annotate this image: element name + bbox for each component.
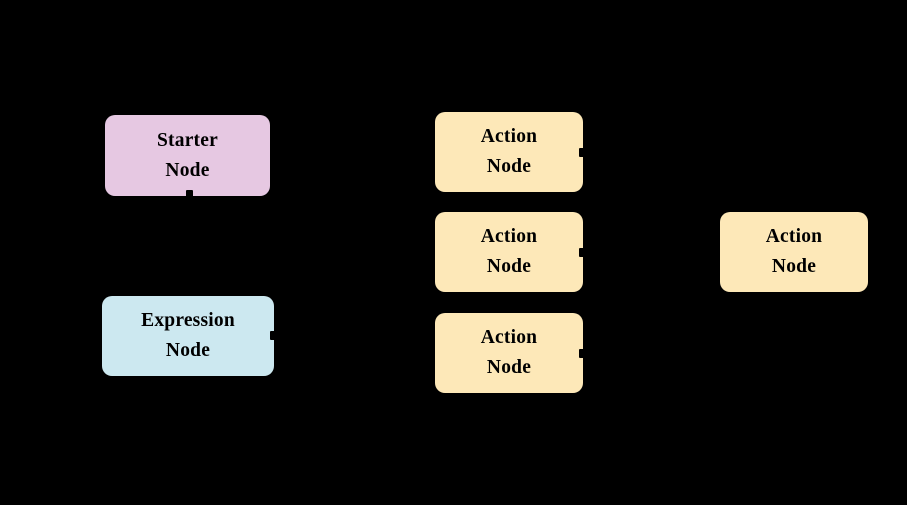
- edge-expression-to-action-3: [274, 335, 435, 354]
- node-label-line2: Node: [486, 256, 532, 277]
- node-action-1[interactable]: Action Node: [435, 112, 583, 192]
- node-label-line1: Expression: [141, 310, 235, 332]
- arrowhead-action-3: [426, 348, 435, 358]
- node-label-line1: Action: [480, 226, 538, 248]
- connector-port-action-2-right[interactable]: [579, 248, 586, 257]
- arrowhead-action-4: [711, 247, 720, 257]
- node-action-3[interactable]: Action Node: [435, 313, 583, 393]
- node-label-line2: Node: [486, 156, 532, 177]
- node-label-line1: Action: [765, 226, 823, 248]
- edge-starter-to-action-2: [187, 196, 435, 253]
- node-label-line2: Node: [165, 340, 211, 361]
- node-label-line2: Node: [165, 159, 210, 181]
- node-starter[interactable]: Starter Node: [105, 115, 270, 196]
- node-label-line1: Starter: [157, 129, 218, 151]
- arrowhead-action-1: [426, 147, 435, 157]
- connector-port-starter-bottom[interactable]: [186, 190, 193, 198]
- node-label-line1: Action: [480, 126, 538, 148]
- node-expression[interactable]: Expression Node: [102, 296, 274, 376]
- connector-port-action-1-right[interactable]: [579, 148, 586, 157]
- node-action-4[interactable]: Action Node: [720, 212, 868, 292]
- arrowhead-action-2: [426, 247, 435, 257]
- node-label-line1: Action: [480, 327, 538, 349]
- connector-port-expression-right[interactable]: [270, 331, 277, 340]
- node-label-line2: Node: [486, 357, 532, 378]
- node-label-line2: Node: [771, 256, 817, 277]
- connector-port-action-3-right[interactable]: [579, 349, 586, 358]
- node-action-2[interactable]: Action Node: [435, 212, 583, 292]
